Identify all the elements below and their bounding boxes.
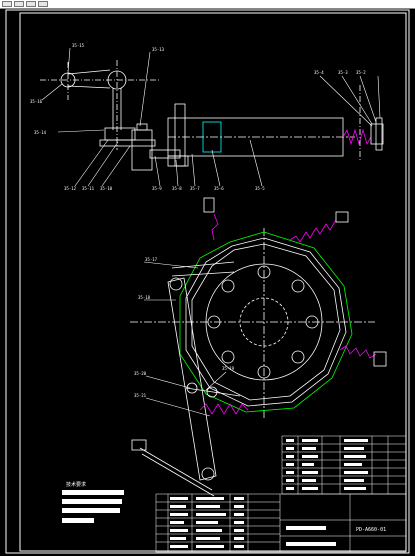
callout-label: 35-15 xyxy=(72,43,85,48)
outer-border xyxy=(5,9,410,554)
callout-label: 35-7 xyxy=(190,186,200,191)
callout-label: 35-9 xyxy=(152,186,162,191)
requirement-line xyxy=(62,518,94,523)
wheel-assembly xyxy=(130,197,387,497)
callout-label: 35-5 xyxy=(255,186,265,191)
cad-toolbar xyxy=(0,0,415,9)
parts-list-upper-text xyxy=(286,439,368,490)
callout-label: 35-12 xyxy=(64,186,77,191)
requirement-line xyxy=(62,508,120,513)
tech-requirements: 技术要求 xyxy=(62,481,124,523)
parts-list-upper xyxy=(281,435,407,495)
callout-label: 35-11 xyxy=(82,186,95,191)
callout-label: 35-18 xyxy=(138,295,151,300)
callout-label: 35-10 xyxy=(100,186,113,191)
callout-label: 35-6 xyxy=(214,186,224,191)
wheel-callouts xyxy=(143,261,227,417)
callout-label: 35-16 xyxy=(30,99,43,104)
requirement-line xyxy=(62,499,122,504)
parts-list-lower xyxy=(155,493,407,553)
callout-label: 35-13 xyxy=(152,47,165,52)
toolbar-button-2[interactable] xyxy=(14,1,24,7)
tech-requirements-title: 技术要求 xyxy=(66,481,86,488)
callout-label: 35-14 xyxy=(34,130,47,135)
toolbar-button-1[interactable] xyxy=(2,1,12,7)
callout-label: 35-21 xyxy=(134,393,147,398)
toolbar-button-3[interactable] xyxy=(26,1,36,7)
inner-border xyxy=(19,12,407,552)
callout-label: 35-17 xyxy=(145,257,158,262)
callout-label: 35-2 xyxy=(356,70,366,75)
callout-label: 35-4 xyxy=(314,70,324,75)
wheel-callout-labels: 35-17 35-18 35-19 35-20 35-21 xyxy=(134,257,235,398)
callout-label: 35-8 xyxy=(172,186,182,191)
callout-label: 35-3 xyxy=(338,70,348,75)
top-view-mechanism xyxy=(40,60,384,171)
top-callouts xyxy=(41,47,381,187)
parts-list-lower-text xyxy=(170,497,336,548)
requirement-line xyxy=(62,490,124,495)
top-callout-labels: 35-15 35-16 35-13 35-14 35-12 35-11 35-1… xyxy=(30,43,366,191)
callout-label: 35-19 xyxy=(222,366,235,371)
toolbar-button-4[interactable] xyxy=(38,1,48,7)
callout-label: 35-20 xyxy=(134,371,147,376)
drawing-number: PD-A660-01 xyxy=(356,527,386,533)
